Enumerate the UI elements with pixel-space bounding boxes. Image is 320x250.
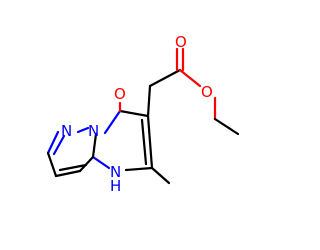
molecule-structure: O O O N N N H [46, 33, 240, 195]
atom-label-amine-hydrogen: H [110, 177, 121, 195]
bond-ring-to-chain [146, 84, 152, 118]
atom-label-carbonyl-oxygen: O [114, 85, 126, 103]
atom-label-pyrazole-nitrogen: N [61, 122, 72, 140]
bond-c5-methyl [150, 166, 171, 185]
atom-label-bridge-nitrogen: N [88, 122, 99, 140]
bond-n1-c2-a [46, 130, 60, 155]
bond-c3-c3a-b [58, 163, 88, 172]
atom-label-amine-nitrogen: N [110, 163, 121, 181]
atom-label-ester-carbonyl-oxygen: O [175, 33, 187, 51]
atom-label-ester-ether-oxygen: O [201, 83, 213, 101]
bond-c3a-n-bridge [91, 132, 98, 159]
bond-c6-c5-b [140, 118, 148, 166]
bond-ethyl-ch2-ch3 [213, 117, 240, 136]
bond-c3a-junction [78, 155, 95, 173]
bond-n-bridge-n1 [76, 126, 90, 134]
bond-chain-ch2-ch2 [148, 68, 182, 88]
bond-n4-c3a [91, 155, 111, 170]
bond-c2-c3 [46, 151, 58, 178]
bond-n-bridge-c7 [103, 109, 122, 135]
bond-c7-c6 [118, 109, 150, 118]
bond-n1-c2-b [52, 134, 66, 156]
bond-c5-n4 [124, 166, 154, 172]
bond-ester-carbon-to-ether-o [178, 68, 202, 88]
bond-c3-c3a-a [54, 169, 82, 178]
bond-c6-c5-a [146, 114, 154, 170]
